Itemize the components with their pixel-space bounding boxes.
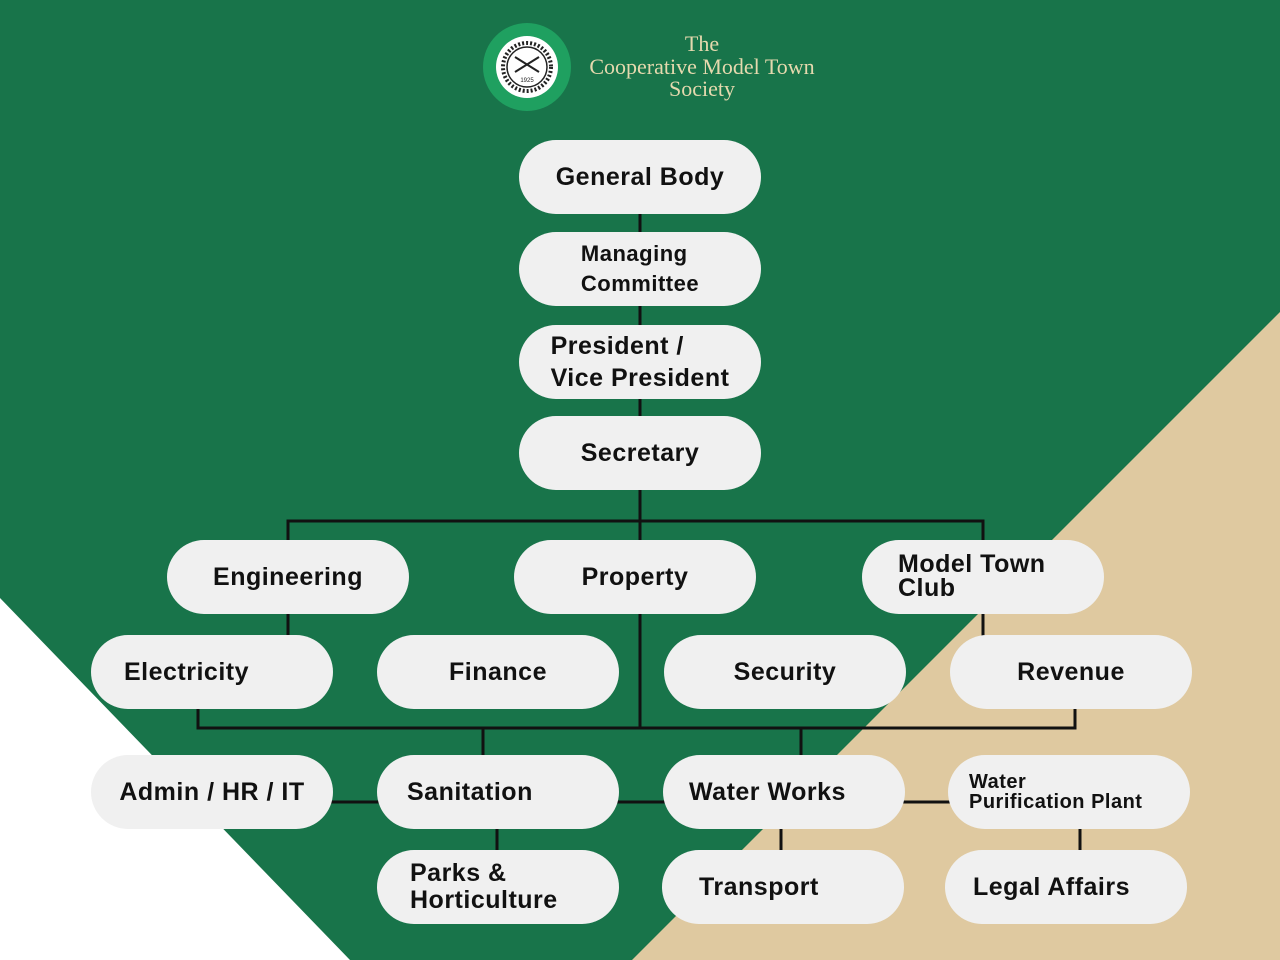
node-label: Property <box>581 563 689 591</box>
node-engineering: Engineering <box>167 540 409 614</box>
dept-branch-line <box>286 519 985 545</box>
node-label: Water Purification Plant <box>969 771 1143 813</box>
node-label: Finance <box>449 658 547 686</box>
logo-year: 1925 <box>520 78 534 84</box>
node-label: Revenue <box>1017 658 1125 686</box>
org-title-line3: Society <box>669 76 735 101</box>
node-sanitation: Sanitation <box>377 755 619 829</box>
society-logo: 1925 <box>483 23 571 111</box>
node-revenue: Revenue <box>950 635 1192 709</box>
node-label: Model Town Club <box>898 550 1046 602</box>
node-label: Legal Affairs <box>973 873 1131 901</box>
node-label: Security <box>733 658 837 686</box>
node-secretary: Secretary <box>519 416 761 490</box>
node-label: Parks & Horticulture <box>410 858 558 914</box>
node-label: Electricity <box>124 658 250 686</box>
node-label: General Body <box>555 163 725 191</box>
node-security: Security <box>664 635 906 709</box>
node-electricity: Electricity <box>91 635 333 709</box>
node-legal-affairs: Legal Affairs <box>945 850 1187 924</box>
node-property: Property <box>514 540 756 614</box>
node-managing-committee: Managing Committee <box>519 232 761 306</box>
node-label: Water Works <box>689 778 846 806</box>
org-title-line1: The <box>684 31 720 56</box>
node-label: Engineering <box>213 563 363 591</box>
node-general-body: General Body <box>519 140 761 214</box>
node-water-works: Water Works <box>663 755 905 829</box>
node-label: Admin / HR / IT <box>119 778 305 806</box>
node-label: President / Vice President <box>550 331 730 393</box>
node-model-town-club: Model Town Club <box>862 540 1104 614</box>
node-parks-horticulture: Parks & Horticulture <box>377 850 619 924</box>
org-title-line2: Cooperative Model Town <box>589 54 815 79</box>
node-finance: Finance <box>377 635 619 709</box>
node-transport: Transport <box>662 850 904 924</box>
lower-branch-line <box>196 705 1077 730</box>
node-president: President / Vice President <box>519 325 761 399</box>
node-label: Secretary <box>580 439 700 467</box>
node-water-purification-plant: Water Purification Plant <box>948 755 1190 829</box>
node-label: Managing Committee <box>580 241 700 296</box>
node-label: Sanitation <box>407 778 533 806</box>
node-label: Transport <box>699 873 819 901</box>
node-admin-hr-it: Admin / HR / IT <box>91 755 333 829</box>
